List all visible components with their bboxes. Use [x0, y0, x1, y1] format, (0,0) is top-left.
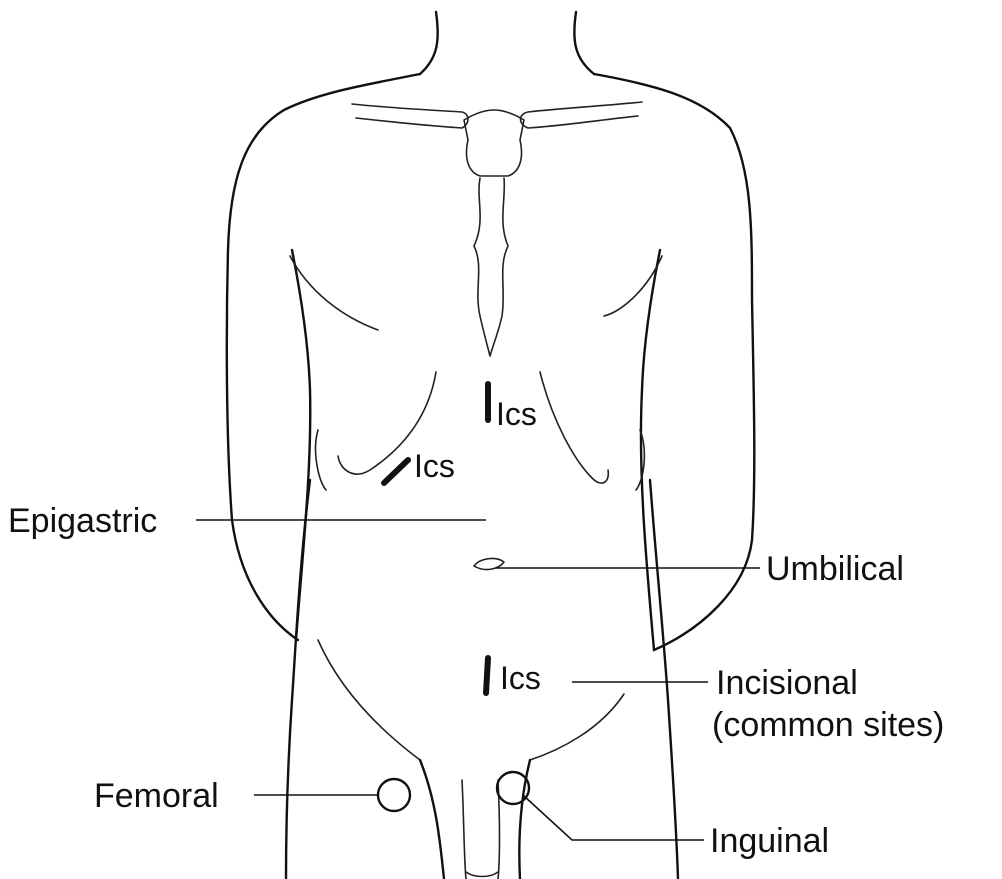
incision-mark-subcostal	[384, 460, 408, 483]
ics-label-subcostal: Ics	[414, 448, 455, 484]
torso-outline	[227, 12, 755, 879]
femoral-label: Femoral	[94, 777, 219, 815]
genital-outline	[420, 760, 530, 879]
left-groin-line	[318, 640, 420, 760]
femoral-site-circle	[378, 779, 410, 811]
left-shoulder-arm	[227, 74, 420, 640]
incision-mark-lower-midline	[486, 658, 488, 693]
penis-outline	[462, 780, 500, 879]
ics-label-upper: Ics	[496, 396, 537, 432]
neck-right	[574, 12, 594, 74]
incisional-label-line1: Incisional	[716, 664, 858, 702]
penis-tip	[466, 872, 498, 877]
region-labels: Epigastric Umbilical Incisional (common …	[8, 502, 944, 860]
right-groin-line	[530, 694, 624, 760]
hernia-site-markers	[378, 772, 529, 811]
neck-left	[420, 12, 438, 74]
umbilical-label: Umbilical	[766, 550, 904, 588]
right-clavicle	[521, 102, 643, 128]
incision-marks: Ics Ics Ics	[384, 384, 541, 696]
left-waist-leg	[286, 480, 310, 879]
left-clavicle	[352, 104, 468, 128]
left-elbow	[316, 430, 326, 490]
incisional-label-line2: (common sites)	[712, 706, 944, 744]
right-shoulder-arm	[594, 74, 754, 650]
sternum-body	[474, 178, 508, 356]
clavicles-sternum	[352, 102, 642, 356]
right-waist-leg	[650, 480, 678, 879]
inguinal-label: Inguinal	[710, 822, 829, 860]
ics-label-lower: Ics	[500, 660, 541, 696]
epigastric-label: Epigastric	[8, 502, 157, 540]
right-costal-margin	[540, 372, 608, 483]
manubrium	[464, 110, 524, 176]
